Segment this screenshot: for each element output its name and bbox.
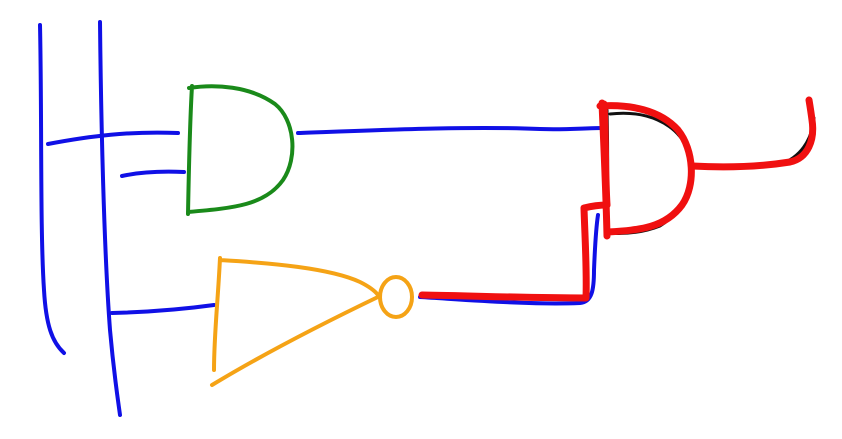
wire-bus-b-to-not: [110, 303, 216, 315]
not-gate: [210, 256, 382, 387]
wire-bus-b-to-and1: [120, 169, 186, 178]
bus-line-b: [98, 20, 122, 417]
and-gate-2: [596, 99, 695, 240]
bus-line-a: [38, 23, 66, 355]
and-gate-1: [186, 84, 295, 216]
wire-bus-a-to-and1: [46, 130, 180, 146]
output-wire: [688, 96, 817, 171]
wire-not-to-and2-underlay: [418, 213, 600, 306]
highlighted-not-to-and2-wire: [418, 201, 611, 302]
wire-and1-to-and2: [296, 125, 604, 135]
not-gate-bubble: [378, 275, 414, 319]
